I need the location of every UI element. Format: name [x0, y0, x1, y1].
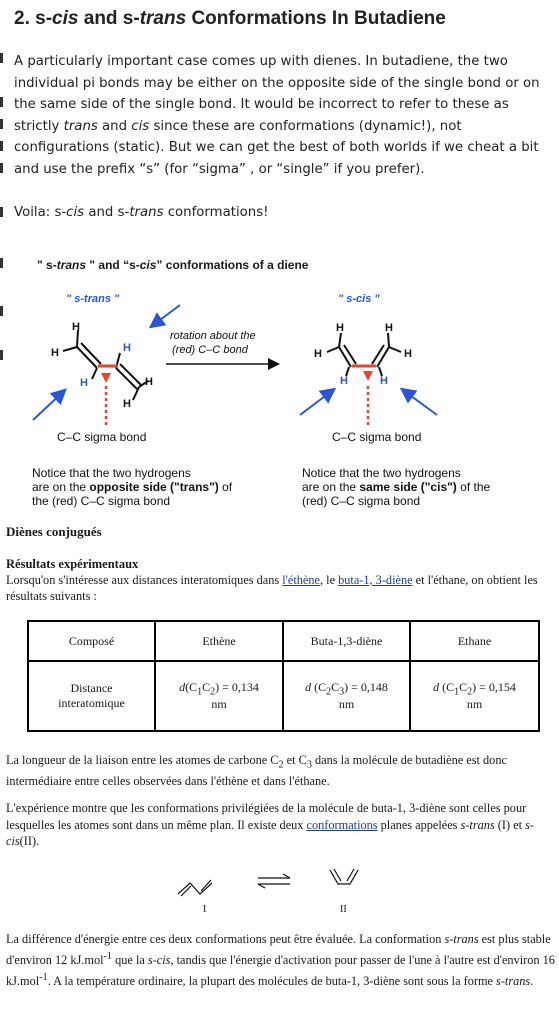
atom-h: H — [340, 375, 348, 387]
atom-h: H — [145, 376, 153, 388]
atom-h: H — [380, 375, 388, 387]
blue-arrow — [299, 387, 337, 416]
margin-marker — [0, 163, 3, 173]
atom-h: H — [72, 321, 80, 333]
margin-marker — [0, 141, 3, 151]
margin-marker — [0, 207, 3, 217]
margin-marker — [0, 258, 3, 268]
scis-molecule — [326, 332, 402, 425]
diene-diagram: " s-trans " " s-cis " H H H H H H rotati… — [32, 293, 438, 444]
atom-h: H — [314, 348, 322, 360]
figure-title: " s-trans " and “s-cis” conformations of… — [37, 258, 309, 272]
note-left: Notice that the two hydrogens are on the… — [32, 466, 233, 508]
atom-h: H — [123, 342, 131, 354]
margin-marker — [0, 350, 3, 360]
table-header: Buta-1,3-diène — [282, 620, 411, 662]
strans-molecule — [62, 329, 149, 425]
strans-skeleton — [177, 882, 213, 895]
atom-h: H — [336, 322, 344, 334]
margin-marker — [0, 53, 3, 63]
link-ethene[interactable]: l'éthène — [282, 573, 320, 587]
margin-marker — [0, 306, 3, 316]
scis-skeleton — [329, 869, 359, 885]
blue-arrow — [32, 388, 67, 421]
bond-length-paragraph: La longueur de la liaison entre les atom… — [6, 753, 507, 789]
atom-h: H — [80, 377, 88, 389]
blue-arrow — [148, 304, 181, 329]
section-heading: 2. s-cis and s-trans Conformations In Bu… — [14, 8, 446, 29]
note-right: Notice that the two hydrogens are on the… — [302, 466, 491, 508]
margin-marker — [0, 97, 3, 107]
link-butadiene[interactable]: buta-1, 3-diène — [338, 573, 413, 587]
scis-label: " s-cis " — [338, 293, 380, 305]
link-conformations[interactable]: conformations — [306, 817, 378, 832]
french-heading: Diènes conjugués — [6, 524, 102, 539]
results-paragraph: Lorsqu'on s'intéresse aux distances inte… — [6, 573, 538, 603]
distances-table: Composé Ethène Buta-1,3-diène Ethane Dis… — [27, 620, 540, 732]
table-header: Ethane — [409, 620, 540, 662]
strans-label: " s-trans " — [66, 293, 120, 305]
energy-paragraph: La différence d'énergie entre ces deux c… — [6, 932, 555, 989]
atom-h: H — [123, 398, 131, 410]
sigma-caption-left: C–C sigma bond — [57, 430, 146, 444]
atom-h: H — [51, 347, 59, 359]
blue-arrow — [399, 387, 438, 416]
red-arrowhead-right — [363, 371, 373, 381]
atom-h: H — [385, 322, 393, 334]
arrow-caption-1: rotation about the — [170, 330, 256, 342]
margin-marker — [0, 119, 3, 129]
planar-conformers-diagram: I II — [177, 868, 359, 915]
red-arrowhead-left — [101, 373, 111, 383]
arrow-caption-2: (red) C–C bond — [172, 344, 249, 356]
intro-paragraph: A particularly important case comes up w… — [14, 54, 540, 177]
conformations-paragraph: L'expérience montre que les conformation… — [6, 801, 534, 848]
atom-h: H — [404, 348, 412, 360]
label-i: I — [203, 904, 206, 915]
results-heading: Résultats expérimentaux — [6, 557, 139, 571]
sigma-caption-right: C–C sigma bond — [332, 430, 421, 444]
voila-line: Voila: s-cis and s-trans conformations! — [14, 205, 269, 220]
conformation-figure: " s-trans " and “s-cis” conformations of… — [0, 250, 559, 520]
table-header: Ethène — [154, 620, 284, 662]
label-ii: II — [340, 904, 347, 915]
table-header: Composé — [27, 620, 156, 662]
